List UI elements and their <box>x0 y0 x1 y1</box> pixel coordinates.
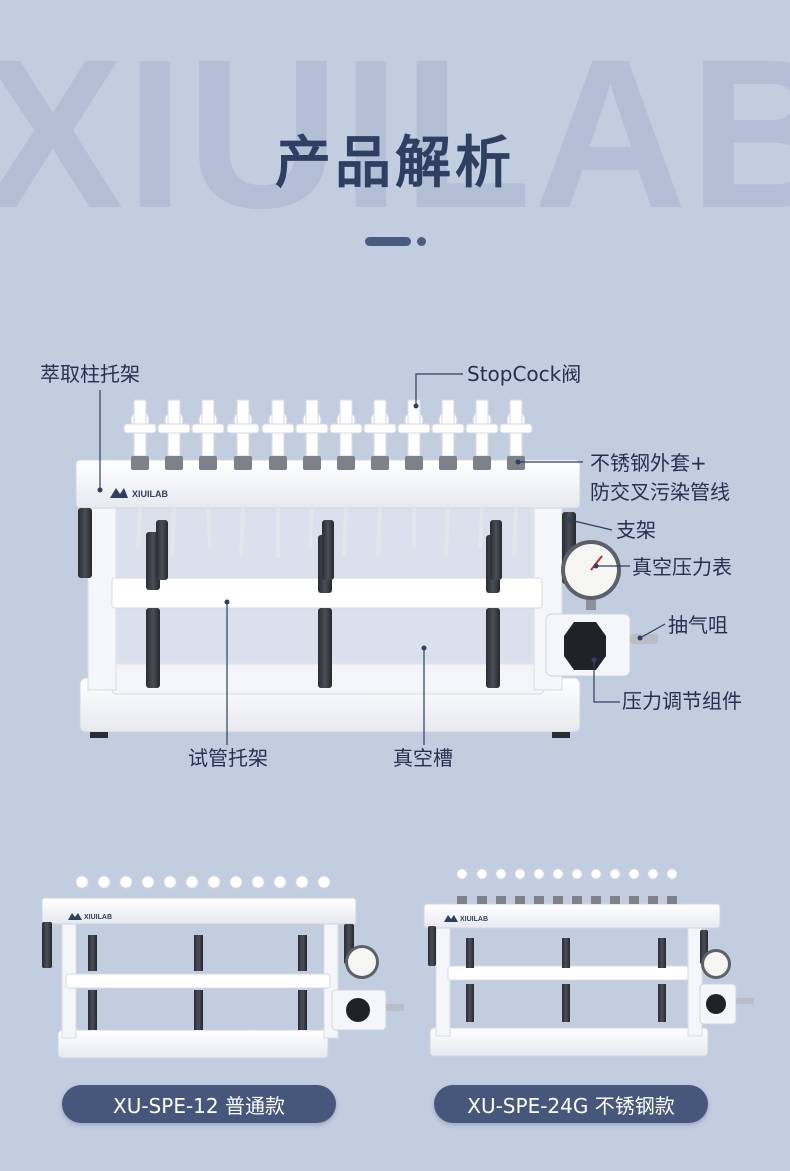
callout-lines <box>99 373 666 745</box>
model-badge-24g: XU-SPE-24G 不锈钢款 <box>434 1085 708 1123</box>
callout-stopcock: StopCock阀 <box>467 362 582 386</box>
brand-logo-text-small-2: XIUILAB <box>460 916 488 923</box>
title-divider-dot <box>417 237 426 246</box>
model-24g-illustration: XIUILAB <box>423 868 754 1057</box>
main-extraction-unit: XIUILAB <box>75 399 658 738</box>
callout-tube-rack: 试管托架 <box>188 746 268 770</box>
callout-regulator: 压力调节组件 <box>622 689 742 713</box>
watermark-text: XIUILAB <box>0 38 790 228</box>
callout-vacuum-tank: 真空槽 <box>393 746 453 770</box>
title-divider-bar <box>365 237 411 246</box>
callout-sleeve-line2: 防交叉污染管线 <box>590 480 730 504</box>
brand-logo-text: XIUILAB <box>132 489 169 499</box>
background-watermark: XIUILAB <box>0 38 790 228</box>
callout-sleeve-line1: 不锈钢外套+ <box>590 451 707 475</box>
model-badge-12: XU-SPE-12 普通款 <box>62 1085 336 1123</box>
model-12-illustration: XIUILAB <box>41 875 404 1059</box>
brand-logo-text-small: XIUILAB <box>84 914 112 921</box>
callout-gauge: 真空压力表 <box>632 555 732 579</box>
page-title: 产品解析 <box>275 131 515 196</box>
callout-column-rack: 萃取柱托架 <box>40 362 140 386</box>
callout-vent: 抽气咀 <box>668 613 728 637</box>
callout-support: 支架 <box>616 518 656 542</box>
